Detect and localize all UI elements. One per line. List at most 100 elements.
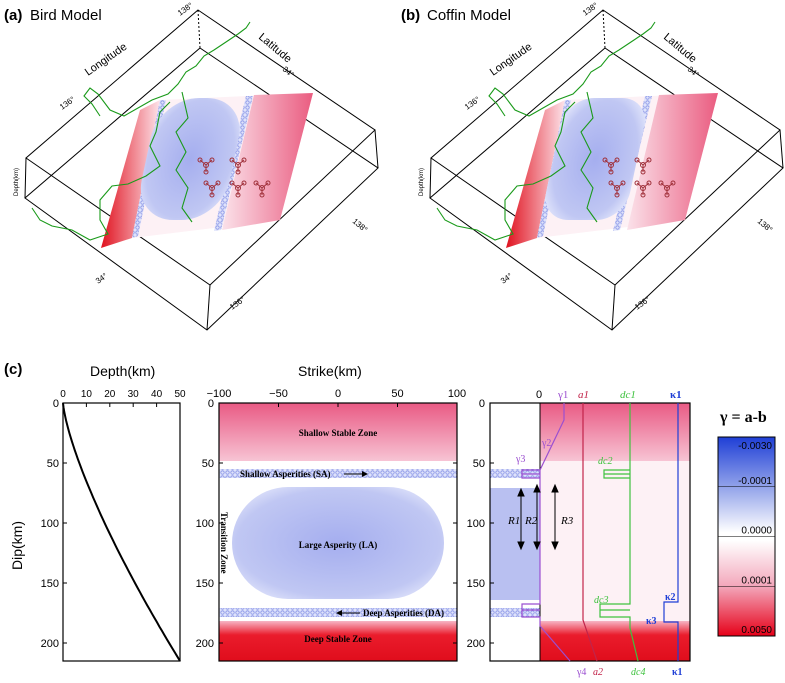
a2-label: a2 xyxy=(593,667,603,678)
depth-ytick-label: 0 xyxy=(53,398,59,410)
longitude-label: Longitude xyxy=(83,41,129,79)
strike-xtick-label: −50 xyxy=(269,388,288,400)
strike-ytick-label: 100 xyxy=(196,518,214,530)
dc2-label: dc2 xyxy=(598,456,612,467)
panel-a-title: Bird Model xyxy=(30,7,102,24)
tick-34-top: 34° xyxy=(281,65,296,80)
strike-xtick-label: −100 xyxy=(207,388,232,400)
depth-xtick-label: 0 xyxy=(60,389,66,400)
tick-138-right: 138° xyxy=(351,217,369,235)
strike-xtick-label: 0 xyxy=(335,388,341,400)
radius-arrows xyxy=(517,483,559,551)
dc1-label: dc1 xyxy=(620,389,636,401)
panel-a-tag: (a) xyxy=(4,7,22,24)
label-deep-asperities: Deep Asperities (DA) xyxy=(363,608,444,618)
depth-xtick-label: 20 xyxy=(104,389,116,400)
depth-curve xyxy=(62,402,181,662)
strike-xtick-label: 100 xyxy=(448,388,466,400)
strike-ytick-label: 50 xyxy=(202,458,214,470)
param-zero-label: 0 xyxy=(536,389,542,401)
colorbar-tick-label: -0.0030 xyxy=(738,441,772,452)
dc3-label: dc3 xyxy=(594,595,608,606)
large-asperity-blob xyxy=(140,98,240,220)
strike-ytick-label: 0 xyxy=(208,398,214,410)
kappa1-top-label: κ1 xyxy=(670,389,682,401)
r3-label: R3 xyxy=(560,515,574,527)
label-transition-zone: Transition Zone xyxy=(219,512,229,574)
kappa-profile xyxy=(663,403,679,661)
panel-a: (a) Bird Model Longitude Latitude 136° 1… xyxy=(4,1,379,331)
param-deep-zone xyxy=(540,621,690,661)
colorbar-title: γ = a-b xyxy=(719,409,767,426)
colorbar-tick-label: 0.0001 xyxy=(741,575,772,586)
depth-ytick-label: 50 xyxy=(47,458,59,470)
kappa3-label: κ3 xyxy=(646,616,657,627)
tick-136-top: 136° xyxy=(58,95,77,112)
coastline xyxy=(436,21,656,241)
param-plot-frame xyxy=(489,402,691,662)
large-asperity xyxy=(232,487,444,599)
fault-plane-coffin xyxy=(506,93,718,248)
a1-label: a1 xyxy=(578,389,589,401)
coastline xyxy=(31,21,251,241)
depth-axis-label: Depth(km) xyxy=(14,168,20,196)
tick-34-top: 34° xyxy=(686,65,701,80)
label-shallow-stable: Shallow Stable Zone xyxy=(299,428,378,438)
panel-b-tag: (b) xyxy=(401,7,420,24)
r2-label: R2 xyxy=(524,515,538,527)
panel-b: (b) Coffin Model Longitude Latitude 136°… xyxy=(401,1,784,331)
param-ytick-label: 0 xyxy=(479,398,485,410)
shallow-asperities-band xyxy=(219,469,457,478)
panel-b-title: Coffin Model xyxy=(427,7,511,24)
param-ticks: 0 50 100 150 200 xyxy=(467,398,494,650)
large-asperity-blob xyxy=(545,98,645,220)
tick-34-bottom: 34° xyxy=(94,271,109,285)
colorbar-tick-label: 0.0000 xyxy=(741,526,772,537)
label-large-asperity: Large Asperity (LA) xyxy=(299,540,378,550)
dc-profile xyxy=(599,403,639,662)
latitude-label: Latitude xyxy=(256,31,294,65)
a-profile xyxy=(582,403,598,662)
depth-axis-label: Depth(km) xyxy=(419,168,425,196)
gamma-profile xyxy=(521,403,571,662)
tick-138-right: 138° xyxy=(756,217,774,235)
colorbar-tick-label: 0.0050 xyxy=(741,625,772,636)
tick-136-bottom: 136° xyxy=(228,295,247,312)
param-ytick-label: 50 xyxy=(473,458,485,470)
gamma2-label: γ2 xyxy=(541,438,551,449)
depth-ytick-label: 150 xyxy=(41,578,59,590)
tick-136-top: 136° xyxy=(463,95,482,112)
r1-label: R1 xyxy=(507,515,520,527)
gamma4-label: γ4 xyxy=(576,667,586,678)
param-asperity-block xyxy=(490,488,540,600)
stations xyxy=(197,157,271,198)
depth-xtick-label: 40 xyxy=(151,389,163,400)
tick-136-bottom: 136° xyxy=(633,295,652,312)
param-ytick-label: 200 xyxy=(467,638,485,650)
colorbar-ticks: -0.0030 -0.0001 0.0000 0.0001 0.0050 xyxy=(718,436,775,637)
kappa2-label: κ2 xyxy=(665,592,676,603)
colorbar-tick-label: -0.0001 xyxy=(738,476,772,487)
dc4-label: dc4 xyxy=(631,667,645,678)
colorbar: γ = a-b -0.0030 -0.0001 0.0000 0.0001 0.0050 xyxy=(717,409,776,637)
depth-ytick-label: 100 xyxy=(41,518,59,530)
param-ytick-label: 150 xyxy=(467,578,485,590)
strike-ytick-label: 150 xyxy=(196,578,214,590)
deep-stable-zone xyxy=(219,621,457,661)
strike-axis-title: Strike(km) xyxy=(298,363,362,379)
kappa1-bottom-label: κ1 xyxy=(672,667,683,678)
depth-xtick-label: 30 xyxy=(128,389,140,400)
depth-xtick-label: 50 xyxy=(174,389,186,400)
depth-plot-frame xyxy=(62,402,181,662)
param-ytick-label: 100 xyxy=(467,518,485,530)
dip-axis-title: Dip(km) xyxy=(9,521,25,570)
latitude-label: Latitude xyxy=(661,31,699,65)
gamma3-label: γ3 xyxy=(515,454,525,465)
param-shallow-zone xyxy=(540,403,690,461)
label-deep-stable: Deep Stable Zone xyxy=(304,634,372,644)
panel-c-tag: (c) xyxy=(4,361,22,378)
tick-34-bottom: 34° xyxy=(499,271,514,285)
stations xyxy=(602,157,676,198)
